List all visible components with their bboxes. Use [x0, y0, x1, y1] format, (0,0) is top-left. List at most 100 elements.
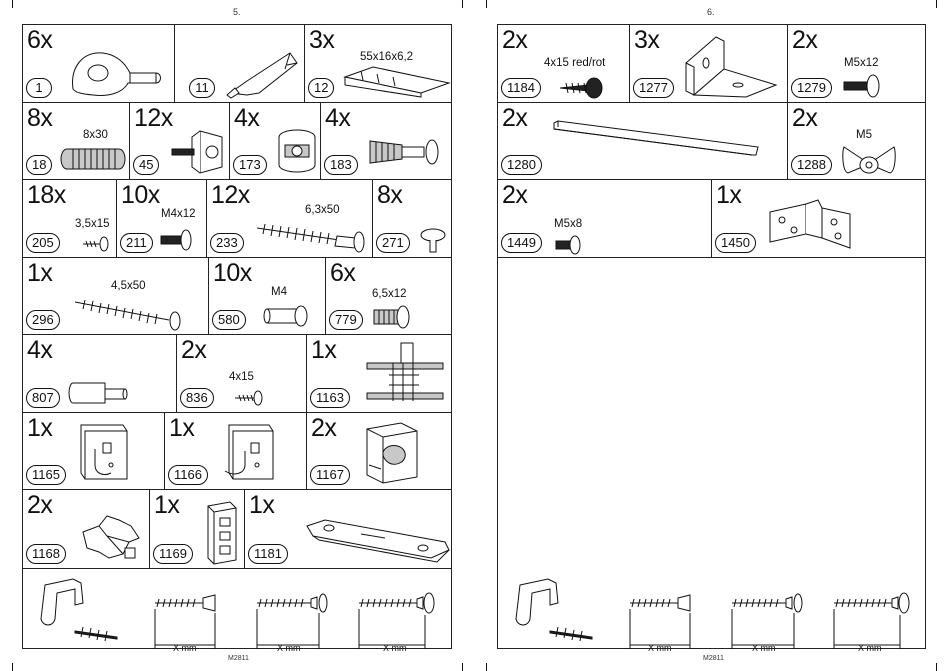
- part-quantity: 1x: [169, 414, 195, 442]
- long-screw-icon: [256, 223, 365, 253]
- drawer-clip-icon: [82, 515, 140, 559]
- euro-screw-icon: [373, 305, 410, 329]
- part-size: 6,3x50: [305, 204, 340, 216]
- screw-length-guide: X mm X mm X mm: [498, 569, 925, 653]
- part-quantity: 18x: [27, 181, 66, 209]
- part-cell: 3x 1277: [630, 25, 788, 102]
- part-size: 6,5x12: [372, 288, 407, 300]
- part-quantity: 6x: [330, 259, 356, 287]
- part-quantity: 2x: [502, 104, 528, 132]
- part-number: 1184: [501, 78, 541, 98]
- part-cell: 2x 1168: [23, 490, 150, 568]
- part-cell: 2x 836 4x15: [177, 335, 307, 412]
- part-cell: 12x 45: [130, 103, 230, 179]
- part-cell: 1x 1166: [165, 413, 307, 489]
- door-clip-icon: [207, 501, 237, 565]
- parts-row: 1x 1165 1x 1166 2x 1167: [23, 413, 451, 490]
- part-quantity: 2x: [502, 181, 528, 209]
- part-number: 173: [233, 155, 267, 175]
- part-number: 205: [26, 233, 60, 253]
- part-number: 1163: [310, 388, 350, 408]
- screw-measure-icon: [256, 593, 328, 649]
- angle-bracket-icon: [685, 36, 778, 98]
- part-number: 1165: [26, 465, 66, 485]
- part-cell: 2x 1280: [498, 103, 788, 179]
- part-number: 296: [26, 310, 60, 330]
- part-quantity: 4x: [325, 104, 351, 132]
- part-number: 271: [376, 233, 410, 253]
- part-cell: 1x 1450: [712, 180, 925, 257]
- part-quantity: 12x: [211, 181, 250, 209]
- part-number: 779: [329, 310, 363, 330]
- shelf-pin-cap-icon: [420, 228, 446, 253]
- measure-label: X mm: [277, 643, 301, 653]
- machine-screw-icon: [160, 229, 192, 251]
- part-number: 807: [26, 388, 60, 408]
- parts-page-right: 2x 1184 4x15 red/rot 3x 1277 2x 1279 M: [497, 24, 926, 653]
- part-size: 4,5x50: [111, 280, 146, 292]
- part-cell: 11: [175, 25, 305, 102]
- part-number: 1279: [791, 78, 832, 98]
- cabinet-connector-screw-icon: [171, 130, 223, 174]
- part-quantity: 3x: [634, 26, 660, 54]
- part-size: 4x15 red/rot: [544, 57, 606, 69]
- screw-measure-icon: [731, 593, 803, 649]
- crop-mark: [936, 663, 937, 671]
- crop-mark: [486, 663, 487, 671]
- part-number: 1450: [715, 233, 756, 253]
- footer-code-left: M2811: [228, 655, 249, 662]
- screw-length-guide: X mm X mm X mm: [23, 569, 451, 653]
- crop-mark: [462, 663, 463, 671]
- screw-measure-icon: [629, 594, 691, 649]
- part-cell: 4x 183: [321, 103, 451, 179]
- crop-mark: [12, 0, 13, 8]
- part-cell: 2x 1167: [307, 413, 451, 489]
- machine-screw-icon: [843, 74, 880, 98]
- part-quantity: 10x: [121, 181, 160, 209]
- parts-row: 2x 1168 1x 1169 1x 1181: [23, 490, 451, 569]
- measure-label: X mm: [173, 643, 197, 653]
- part-cell: 4x 173: [230, 103, 321, 179]
- part-cell: 6x 779 6,5x12: [326, 258, 451, 334]
- part-quantity: 2x: [27, 491, 53, 519]
- hook-plate-left-icon: [80, 424, 128, 480]
- part-size: 8x30: [83, 129, 108, 141]
- part-size: 4x15: [229, 371, 254, 383]
- part-size: M5x8: [554, 218, 583, 230]
- measure-label: X mm: [752, 643, 776, 653]
- short-machine-screw-icon: [555, 235, 581, 255]
- rail-end-block-icon: [366, 422, 418, 484]
- small-screw-icon: [235, 390, 263, 406]
- hook-plate-right-icon: [224, 424, 274, 480]
- part-number: 1166: [168, 465, 208, 485]
- shelf-support-peg-icon: [68, 382, 128, 404]
- metal-rod-icon: [553, 120, 759, 156]
- part-quantity: 1x: [311, 336, 337, 364]
- dark-screw-icon: [559, 77, 603, 99]
- connector-bolt-icon: [369, 139, 439, 165]
- part-cell: 1x 1163: [307, 335, 451, 412]
- part-cell: 8x 271: [373, 180, 451, 257]
- part-number: 233: [210, 233, 244, 253]
- part-quantity: 2x: [181, 336, 207, 364]
- parts-row: 2x 1449 M5x8 1x 1450: [498, 180, 925, 258]
- wing-nut-icon: [842, 146, 896, 174]
- page-number-left: 5.: [233, 7, 241, 17]
- parts-row: 18x 205 3,5x15 10x 211 M4x12 12x 233 6,3…: [23, 180, 451, 258]
- part-number: 45: [133, 155, 160, 175]
- part-quantity: 8x: [377, 181, 403, 209]
- parts-row: 4x 807 2x 836 4x15 1x 1163: [23, 335, 451, 413]
- parts-row: 1x 296 4,5x50 10x 580 M4 6x 779 6,5x12: [23, 258, 451, 335]
- crop-mark: [936, 0, 937, 8]
- part-quantity: 12x: [134, 104, 173, 132]
- part-cell: 1x 1181: [245, 490, 451, 568]
- cam-lock-icon: [278, 129, 316, 173]
- measure-label: X mm: [858, 643, 882, 653]
- part-quantity: 1x: [27, 414, 53, 442]
- part-quantity: 8x: [27, 104, 53, 132]
- part-quantity: 2x: [792, 26, 818, 54]
- measure-label: X mm: [648, 643, 672, 653]
- clip-with-screw-icon: [515, 578, 593, 642]
- part-number: 580: [212, 310, 246, 330]
- part-number: 211: [120, 233, 153, 253]
